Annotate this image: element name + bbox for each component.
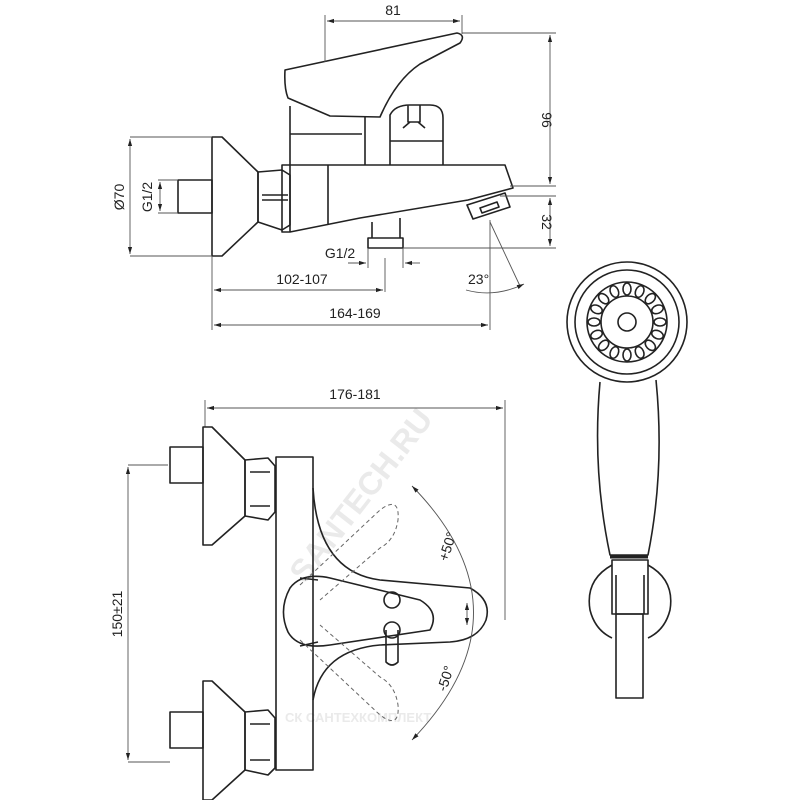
- nozzle: [597, 292, 610, 305]
- nozzle: [589, 329, 604, 340]
- dim-32: 32: [539, 214, 555, 230]
- mixer-body: [281, 164, 514, 233]
- dim-lever-plus: +50°: [435, 530, 459, 563]
- watermark: SANTECH.RU СК САНТЕХКОМПЛЕКТ: [282, 402, 440, 725]
- lever-front: [282, 575, 435, 647]
- dim-lever-minus: -50°: [434, 664, 457, 694]
- nozzle: [609, 345, 620, 360]
- dim-96: 96: [539, 112, 555, 128]
- lever-column: [289, 106, 366, 165]
- svg-text:СК САНТЕХКОМПЛЕКТ: СК САНТЕХКОМПЛЕКТ: [285, 710, 431, 725]
- nozzle: [653, 317, 667, 327]
- nozzle: [634, 345, 645, 360]
- wall-flange: [211, 136, 259, 257]
- dim-spout-angle: 23°: [468, 271, 489, 287]
- nozzle: [589, 304, 604, 315]
- nozzle: [650, 329, 665, 340]
- nozzle: [634, 284, 645, 299]
- front-view: 176-181 +50° -50° 150±21: [109, 386, 506, 800]
- side-view: 81 96 32 Ø70 G1/2 G1/2 102-107 164-169 2…: [111, 2, 556, 330]
- svg-text:SANTECH.RU: SANTECH.RU: [282, 402, 440, 589]
- inlet-stub: [177, 179, 213, 214]
- nozzle: [622, 282, 632, 296]
- nozzle: [644, 292, 657, 305]
- mixer-body-front: [275, 456, 314, 771]
- outlet-connector: [367, 218, 404, 249]
- nozzle: [622, 348, 632, 362]
- dim-outlet-distance: 102-107: [276, 271, 328, 287]
- nozzle-ring: [587, 282, 667, 362]
- nozzle: [597, 339, 610, 352]
- lever-position-minus: [299, 624, 399, 722]
- dim-total-projection: 164-169: [329, 305, 381, 321]
- diverter-knob: [389, 104, 444, 165]
- dim-inlet-thread: G1/2: [139, 182, 155, 213]
- shower-handle: [596, 379, 660, 556]
- dim-centres: 150±21: [109, 590, 125, 637]
- nozzle: [644, 339, 657, 352]
- nozzle: [650, 304, 665, 315]
- aerator: [466, 192, 511, 220]
- dim-total-width: 176-181: [329, 386, 381, 402]
- dim-81: 81: [385, 2, 401, 18]
- lever-position-plus: [299, 503, 399, 601]
- lever: [284, 32, 464, 118]
- shower-holder: [588, 564, 672, 639]
- dim-outlet-thread: G1/2: [325, 245, 356, 261]
- nozzle: [587, 317, 601, 327]
- nozzle: [609, 284, 620, 299]
- dim-flange-diameter: Ø70: [111, 184, 127, 211]
- hand-shower: [566, 261, 688, 699]
- nut: [257, 169, 291, 231]
